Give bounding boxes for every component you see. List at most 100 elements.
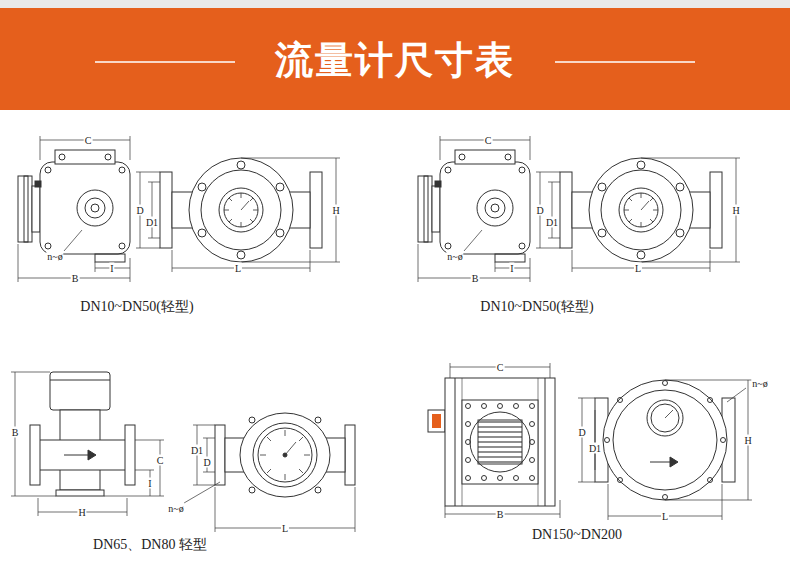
dimension-label: D <box>577 427 586 438</box>
dimension-label: D1 <box>145 217 159 228</box>
drawing-line <box>608 484 609 520</box>
drawing-circle <box>258 428 312 482</box>
drawing-line <box>11 372 50 373</box>
drawing-line <box>355 487 356 532</box>
drawing-line <box>550 363 551 378</box>
drawing-rect <box>428 410 445 432</box>
drawing-rect <box>215 425 225 485</box>
drawing-circle <box>530 440 535 445</box>
drawing-circle <box>466 404 471 409</box>
drawing-line <box>285 442 296 455</box>
drawing-line <box>203 472 215 473</box>
drawing-rect <box>125 425 135 485</box>
dimension-label: B <box>71 273 80 284</box>
dimension-label: n~ø <box>167 503 184 514</box>
drawing-line <box>665 410 673 418</box>
drawing-line <box>38 498 39 516</box>
drawing-circle <box>647 400 683 436</box>
drawing-line <box>665 500 752 501</box>
drawing-circle <box>721 438 726 443</box>
drawing-line <box>722 484 723 520</box>
drawing-circle <box>482 404 487 409</box>
drawing-circle <box>605 438 610 443</box>
drawing-circle <box>466 422 471 427</box>
drawing-circle <box>618 398 623 403</box>
figure-caption: DN10~DN50(轻型) <box>80 298 193 316</box>
drawing-rect <box>56 490 104 496</box>
drawing-use <box>18 136 340 282</box>
drawing-line <box>595 410 596 470</box>
figure-caption: DN10~DN50(轻型) <box>480 298 593 316</box>
drawing-line <box>665 380 752 381</box>
drawing-line <box>215 487 216 532</box>
drawing-circle <box>466 440 471 445</box>
drawing-line <box>203 438 215 439</box>
drawing-line <box>560 500 561 518</box>
drawing-line <box>50 380 110 381</box>
drawing-use <box>418 136 740 282</box>
drawing-path <box>670 457 678 467</box>
dimension-label: B <box>11 427 20 438</box>
drawing-line <box>260 455 266 456</box>
drawing-line <box>193 425 215 426</box>
dimension-label: I <box>509 263 514 274</box>
drawing-line <box>267 437 271 441</box>
drawing-circle <box>530 404 535 409</box>
drawing-circle <box>651 404 679 432</box>
drawing-line <box>193 485 215 486</box>
drawing-line <box>578 398 595 399</box>
dimension-label: H <box>331 205 340 216</box>
drawing-circle <box>470 412 530 472</box>
dimension-label: L <box>281 523 289 534</box>
drawing-line <box>127 498 128 516</box>
dimension-label: n~ø <box>46 251 63 262</box>
drawing-circle <box>663 495 668 500</box>
dimension-label: C <box>496 362 505 373</box>
drawing-ellipse <box>613 390 717 490</box>
drawing-circle <box>253 423 317 487</box>
drawing-rect <box>345 425 355 485</box>
drawing-rect <box>38 440 127 470</box>
drawing-line <box>299 437 303 441</box>
drawing-ellipse <box>240 413 330 497</box>
drawing-line <box>160 440 161 496</box>
drawing-circle <box>663 381 668 386</box>
drawing-line <box>304 455 310 456</box>
dimension-label: H <box>77 507 86 518</box>
dimension-label: C <box>484 135 493 146</box>
drawing-line <box>578 482 595 483</box>
drawing-line <box>285 430 286 436</box>
drawing-circle <box>466 458 471 463</box>
dimension-label: D <box>535 205 544 216</box>
drawing-line <box>582 398 583 482</box>
drawing-rect <box>445 378 555 506</box>
drawing-rect <box>432 414 441 428</box>
drawing-line <box>727 388 746 402</box>
dimension-label: D1 <box>545 217 559 228</box>
dimension-label: D1 <box>588 443 602 454</box>
drawing-circle <box>315 417 321 423</box>
drawing-circle <box>482 476 487 481</box>
drawing-line <box>555 61 695 63</box>
drawing-circle <box>514 476 519 481</box>
dimension-label: H <box>731 205 740 216</box>
drawing-g <box>11 372 355 532</box>
drawing-line <box>450 363 451 378</box>
figure-caption: DN65、DN80 轻型 <box>93 536 207 554</box>
dimension-label: L <box>661 511 669 522</box>
drawing-rect <box>462 400 538 484</box>
drawing-ellipse <box>603 380 727 500</box>
drawing-line <box>455 378 456 506</box>
dimension-label: D1 <box>190 445 204 456</box>
dimension-label: C <box>84 135 93 146</box>
drawing-circle <box>315 487 321 493</box>
drawing-line <box>135 470 154 471</box>
drawing-circle <box>618 478 623 483</box>
drawing-g <box>260 430 310 480</box>
drawing-rect <box>0 8 790 110</box>
dimension-label: D <box>202 457 211 468</box>
drawing-circle <box>514 404 519 409</box>
drawing-rect <box>478 420 522 464</box>
